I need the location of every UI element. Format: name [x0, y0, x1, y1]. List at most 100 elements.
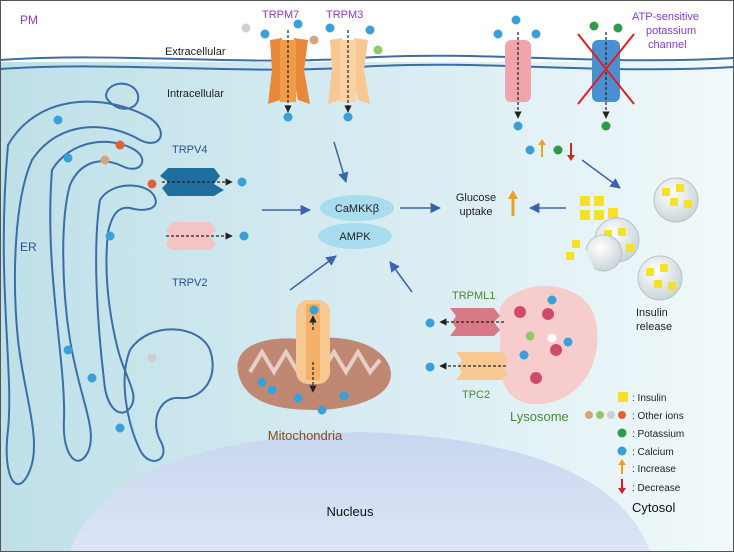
- trpm7-label: TRPM7: [262, 9, 299, 21]
- legend-potassium-dot: [617, 428, 627, 438]
- lysosome-receptors: [514, 306, 563, 384]
- katp-label-line1: ATP-sensitive: [632, 11, 699, 23]
- calcium-ion: [317, 405, 327, 415]
- legend: : Insulin : Other ions : Potassium : Cal…: [585, 392, 684, 494]
- legend-increase-arrow: [618, 459, 626, 474]
- ampk-label: AMPK: [339, 231, 371, 243]
- calcium-ion: [267, 385, 277, 395]
- katp-channel: [577, 32, 635, 119]
- insulin-release-label-line2: release: [636, 321, 672, 333]
- trpm3-channel: [328, 30, 370, 113]
- camkk-oval: [320, 195, 394, 221]
- calcium-ion: [513, 121, 523, 131]
- er-label: ER: [20, 240, 37, 254]
- insulin-vesicle-open: [566, 234, 623, 272]
- calcium-ion: [63, 153, 73, 163]
- potassium-ion: [613, 23, 623, 33]
- increase-arrow: [538, 139, 546, 157]
- lysosome-label: Lysosome: [510, 409, 569, 424]
- calcium-ion: [365, 25, 375, 35]
- calcium-ion: [519, 350, 529, 360]
- other-ion: [525, 331, 535, 341]
- trpml1-label: TRPML1: [452, 290, 495, 302]
- intracellular-label: Intracellular: [167, 88, 224, 100]
- calcium-ion: [293, 393, 303, 403]
- trpm7-channel: [268, 30, 310, 113]
- calcium-ion: [425, 362, 435, 372]
- legend-calcium-label: : Calcium: [632, 447, 674, 458]
- legend-other-ion-dot: [585, 411, 593, 419]
- pm-label: PM: [20, 13, 38, 27]
- calcium-ion: [293, 19, 303, 29]
- legend-other-ion-dot: [618, 411, 626, 419]
- calcium-ion: [547, 295, 557, 305]
- other-ion: [147, 353, 157, 363]
- other-ion: [100, 155, 110, 165]
- glucose-label-line1: Glucose: [456, 192, 496, 204]
- mitochondria-label: Mitochondria: [268, 428, 343, 443]
- potassium-ion: [601, 121, 611, 131]
- calcium-channel-pm: [505, 32, 531, 119]
- calcium-ion: [260, 29, 270, 39]
- glucose-label-line2: uptake: [459, 206, 492, 218]
- trpv2-channel: [166, 222, 233, 250]
- other-ion: [547, 333, 557, 343]
- block-cross-2: [577, 33, 635, 105]
- calcium-ion: [53, 115, 63, 125]
- calcium-ion: [511, 15, 521, 25]
- calcium-ion: [105, 231, 115, 241]
- insulin-release-label-line1: Insulin: [636, 307, 668, 319]
- ampk-oval: [318, 223, 392, 249]
- potassium-ion: [589, 21, 599, 31]
- calcium-ion: [239, 231, 249, 241]
- decrease-arrow: [567, 143, 575, 161]
- other-ion: [115, 140, 125, 150]
- camkk-label: CaMKKβ: [335, 203, 379, 215]
- trpv4-channel: [160, 168, 233, 196]
- calcium-ion: [115, 423, 125, 433]
- legend-increase-label: : Increase: [632, 464, 676, 475]
- trpv4-label: TRPV4: [172, 144, 207, 156]
- insulin-granules: [580, 196, 618, 220]
- insulin-vesicle: [637, 255, 683, 301]
- calcium-ion: [339, 391, 349, 401]
- calcium-ion: [87, 373, 97, 383]
- other-ion: [309, 35, 319, 45]
- insulin-vesicle: [653, 177, 699, 223]
- tpc2-label: TPC2: [462, 389, 490, 401]
- potassium-ion: [553, 145, 563, 155]
- calcium-ion: [531, 29, 541, 39]
- other-ion: [147, 179, 157, 189]
- legend-other-ion-dot: [607, 411, 615, 419]
- cytosol-label: Cytosol: [632, 500, 675, 515]
- extracellular-label: Extracellular: [165, 46, 226, 58]
- other-ion: [373, 45, 383, 55]
- legend-decrease-label: : Decrease: [632, 483, 681, 494]
- calcium-ion: [325, 23, 335, 33]
- trpml1-channel: [439, 308, 504, 336]
- tpc2-channel: [439, 352, 508, 380]
- calcium-ion: [241, 23, 251, 33]
- calcium-ion: [343, 112, 353, 122]
- nucleus-label: Nucleus: [327, 504, 374, 519]
- legend-other-ion-dot: [596, 411, 604, 419]
- calcium-ion: [425, 318, 435, 328]
- er-cisternae: [2, 82, 214, 485]
- katp-label-line2: potassium: [646, 25, 696, 37]
- legend-calcium-dot: [617, 446, 627, 456]
- pathway-arrows: [262, 141, 621, 293]
- legend-insulin-label: : Insulin: [632, 393, 666, 404]
- calcium-ion: [237, 177, 247, 187]
- calcium-ion: [563, 337, 573, 347]
- calcium-ion: [257, 377, 267, 387]
- trpm3-label: TRPM3: [326, 9, 363, 21]
- legend-potassium-label: : Potassium: [632, 429, 684, 440]
- trpv2-label: TRPV2: [172, 277, 207, 289]
- calcium-ion: [309, 305, 319, 315]
- nucleus-shape: [70, 432, 650, 552]
- legend-decrease-arrow: [618, 479, 626, 494]
- legend-insulin-swatch: [618, 392, 628, 402]
- legend-other-ions-label: : Other ions: [632, 411, 684, 422]
